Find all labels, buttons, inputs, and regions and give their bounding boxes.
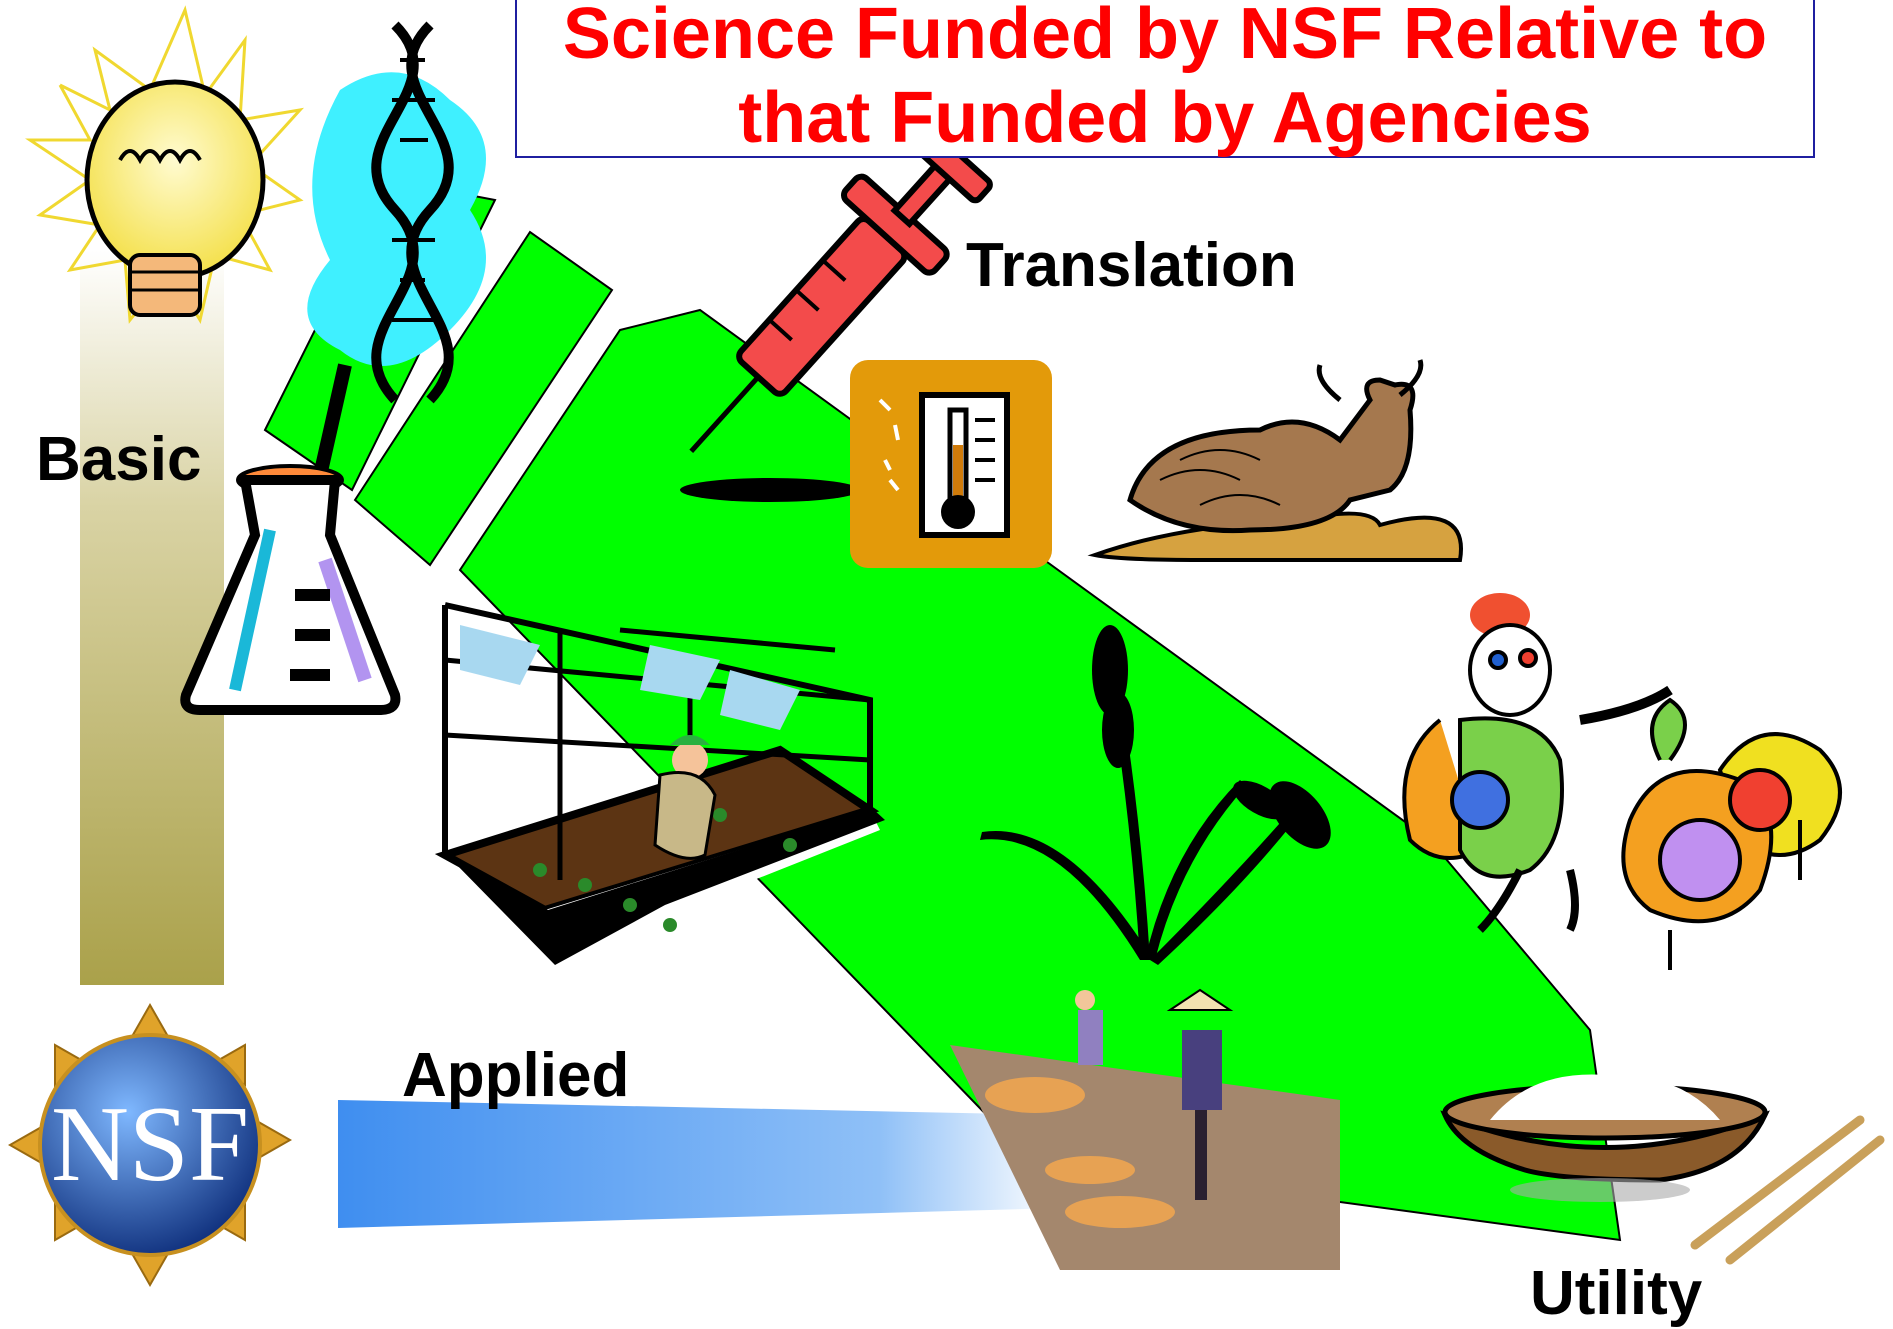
applied-bar bbox=[338, 1100, 1060, 1228]
turkey-icon bbox=[1621, 697, 1842, 970]
title-box: Science Funded by NSF Relative to that F… bbox=[515, 0, 1815, 158]
basic-bar bbox=[80, 250, 224, 985]
cow-icon bbox=[1087, 359, 1463, 562]
nsf-logo-text: NSF bbox=[51, 1085, 249, 1204]
label-basic: Basic bbox=[36, 425, 202, 494]
dna-icon bbox=[307, 21, 486, 404]
syringe-shadow bbox=[680, 478, 860, 502]
label-utility: Utility bbox=[1530, 1259, 1703, 1328]
wheat-icon bbox=[980, 625, 1331, 965]
label-applied: Applied bbox=[402, 1041, 630, 1110]
rice-bowl-icon bbox=[1440, 1074, 1770, 1202]
clown-icon bbox=[1402, 593, 1673, 933]
thermometer-icon bbox=[850, 360, 1052, 568]
title-line-1: Science Funded by NSF Relative to bbox=[562, 0, 1768, 74]
greenhouse-icon bbox=[434, 602, 885, 965]
flask-icon bbox=[180, 363, 401, 715]
farmers-icon bbox=[950, 988, 1340, 1270]
lightbulb-icon bbox=[25, 5, 305, 324]
syringe-icon bbox=[689, 123, 993, 454]
title-line-2: that Funded by Agencies bbox=[738, 78, 1592, 158]
chopsticks-icon bbox=[1690, 1115, 1885, 1265]
nsf-logo: NSF bbox=[7, 1002, 293, 1288]
label-translation: Translation bbox=[966, 231, 1297, 300]
